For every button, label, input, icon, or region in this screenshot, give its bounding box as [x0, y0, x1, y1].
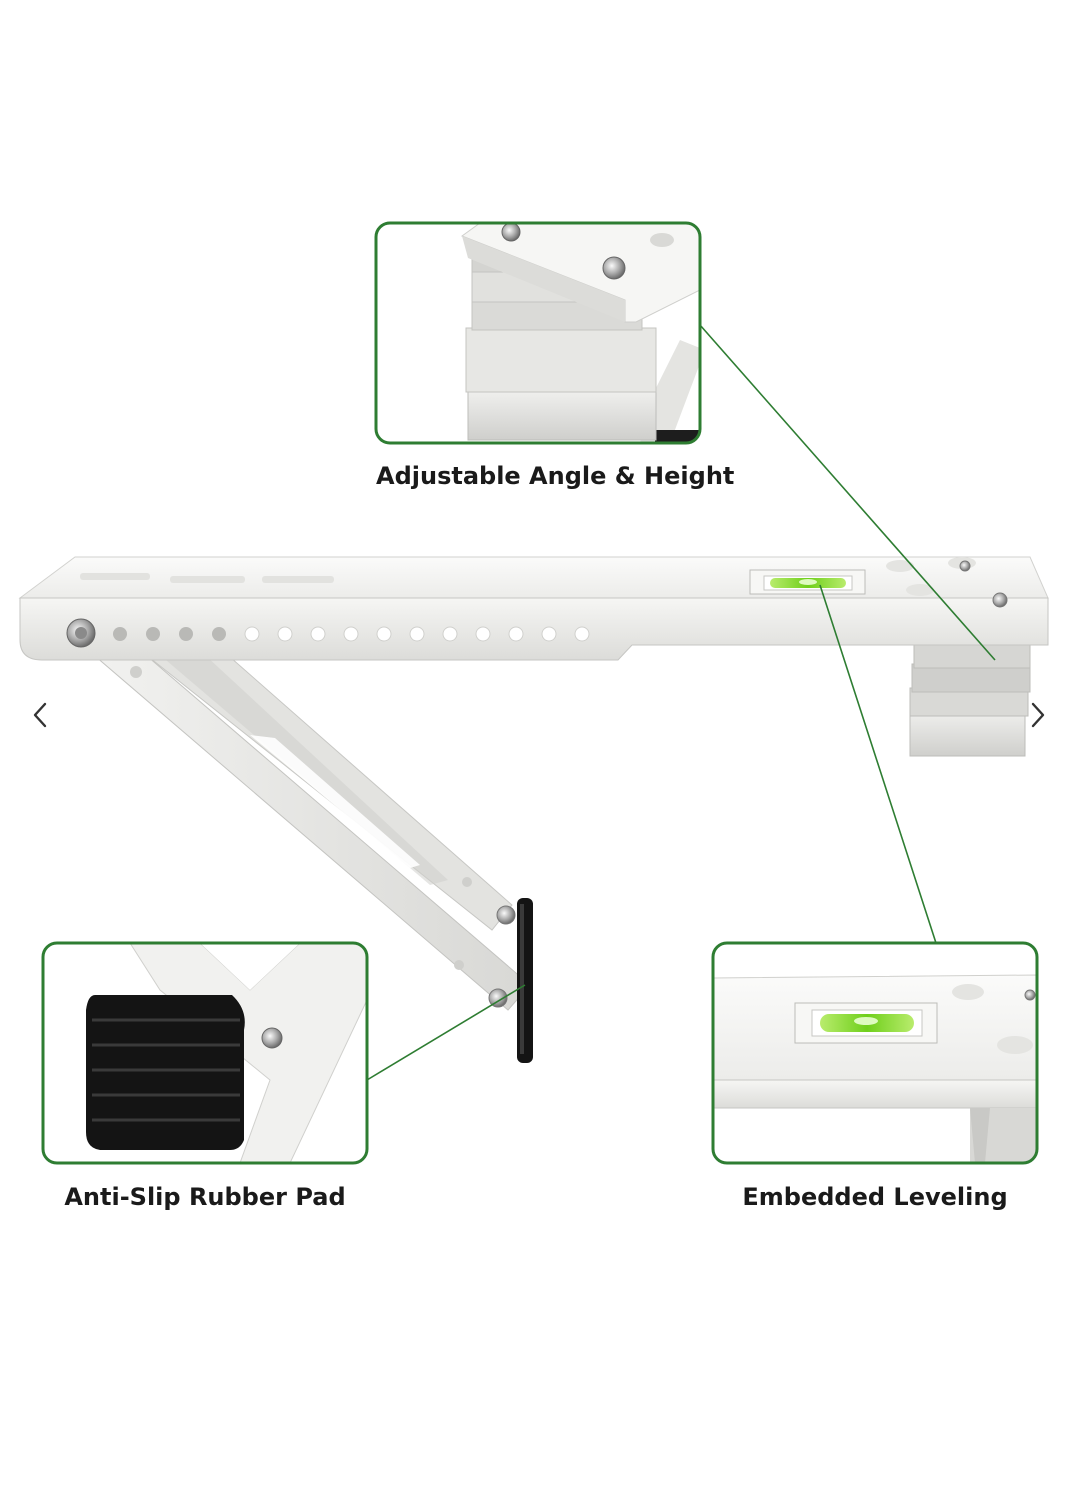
carousel-next-button[interactable] — [1018, 695, 1058, 735]
chevron-left-icon — [33, 702, 47, 728]
callout-rubber-pad-image — [41, 941, 369, 1165]
callout-angle-height-image — [374, 221, 702, 445]
chevron-right-icon — [1031, 702, 1045, 728]
support-arm — [86, 649, 531, 1011]
callout-leveling-image — [711, 941, 1039, 1165]
callout-angle-height-label: Adjustable Angle & Height — [376, 462, 735, 490]
callout-rubber-pad-frame — [41, 941, 369, 1165]
horizontal-bar — [18, 556, 1049, 661]
callout-leveling-label: Embedded Leveling — [742, 1183, 1008, 1211]
leader-lines — [366, 324, 996, 1081]
callout-leveling-frame — [711, 941, 1039, 1165]
callout-rubber-pad-label: Anti-Slip Rubber Pad — [64, 1183, 346, 1211]
spacer-blocks — [909, 641, 1031, 757]
carousel-prev-button[interactable] — [20, 695, 60, 735]
callout-angle-height-frame — [374, 221, 702, 445]
arm-rubber-foot — [517, 898, 533, 1063]
main-bracket — [18, 556, 1049, 1063]
